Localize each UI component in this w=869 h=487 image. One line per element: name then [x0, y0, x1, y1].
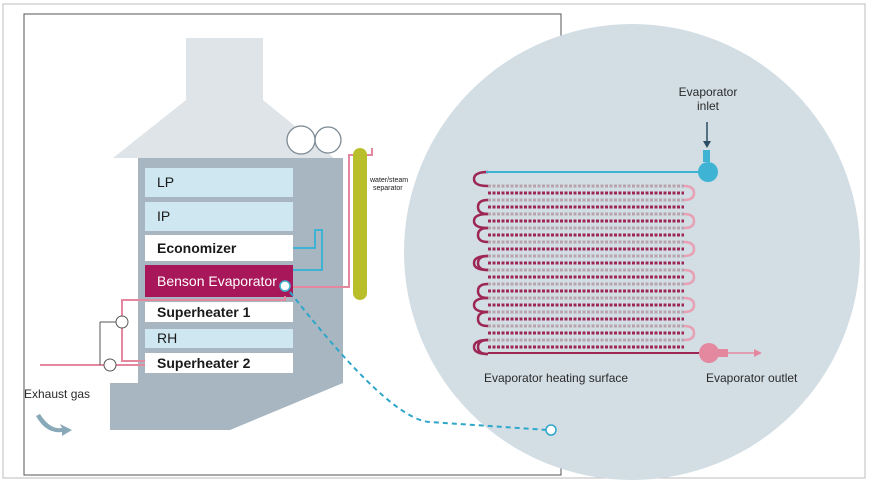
inlet-header-icon [698, 162, 718, 182]
tube-bend [683, 240, 696, 258]
outer-frame [2, 3, 866, 479]
section-lp: LP [145, 168, 293, 197]
section-benson-label: Benson Evaporator [157, 273, 277, 289]
section-rh-label: RH [157, 330, 177, 346]
separator-label-2: separator [373, 185, 403, 192]
tube-bend-outer [472, 296, 489, 314]
section-rh: RH [145, 329, 293, 348]
section-superheater-1: Superheater 1 [145, 302, 293, 322]
evaporator-to-separator-pipe [293, 148, 373, 288]
tube-bend [683, 324, 696, 342]
section-sh2-label: Superheater 2 [157, 355, 251, 371]
section-economizer-label: Economizer [157, 240, 237, 256]
exhaust-gas-label: Exhaust gas [24, 387, 90, 401]
economizer-pipe [293, 229, 323, 271]
tube-bend-outer [472, 212, 489, 230]
inlet-label-1: Evaporator [679, 85, 738, 99]
attemperator-valve-2-icon [103, 358, 117, 372]
inlet-label-2: inlet [697, 99, 720, 113]
tube-bend [683, 184, 696, 202]
tube-bend [683, 268, 696, 286]
water-steam-separator [353, 148, 367, 300]
tube-bend-outer [472, 170, 489, 188]
drum-circle-1 [286, 125, 316, 155]
zoom-connector-line [289, 291, 549, 431]
tube-bend [683, 212, 696, 230]
tube-bend-outer [472, 338, 489, 356]
exhaust-arrow-icon [36, 414, 72, 436]
tube-bend-outer [472, 254, 489, 272]
drum-circle-2 [314, 126, 342, 154]
detail-circle [404, 24, 860, 480]
section-ip-label: IP [157, 208, 170, 224]
section-economizer: Economizer [145, 235, 293, 261]
section-sh1-label: Superheater 1 [157, 304, 251, 320]
outlet-header-icon [699, 343, 719, 363]
separator-label-1: water/steam [369, 177, 408, 184]
superheater-link-pipe [121, 296, 286, 362]
tube-bundle [472, 170, 699, 356]
evaporator-tap-point [279, 280, 291, 292]
section-ip: IP [145, 202, 293, 231]
heating-surface-label: Evaporator heating surface [484, 371, 628, 385]
section-benson-evaporator: Benson Evaporator [145, 265, 293, 297]
attemperator-valve-1-icon [115, 315, 129, 329]
outlet-label: Evaporator outlet [706, 371, 798, 385]
section-lp-label: LP [157, 174, 174, 190]
stack [113, 38, 334, 158]
evaporator-detail [472, 122, 762, 363]
section-superheater-2: Superheater 2 [145, 353, 293, 373]
zoom-connector-end [545, 424, 557, 436]
tube-bend [683, 296, 696, 314]
